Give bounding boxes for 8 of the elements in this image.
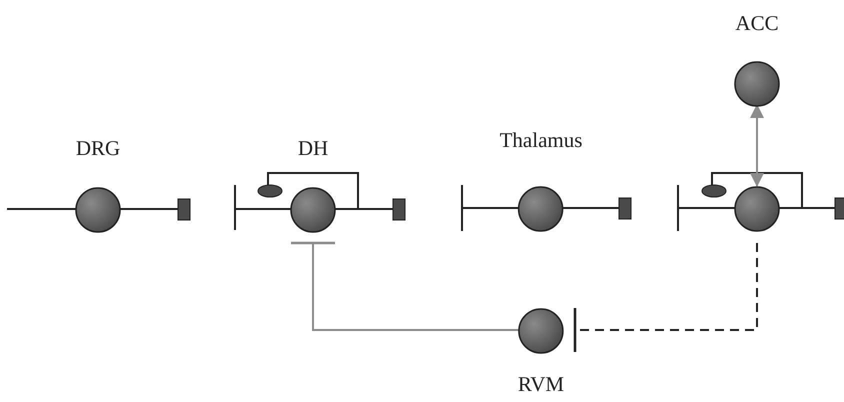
- arrow: [750, 104, 764, 187]
- region-label: ACC: [735, 11, 779, 35]
- region-label: RVM: [518, 372, 564, 396]
- region-label: DRG: [76, 136, 120, 160]
- region-label: Thalamus: [500, 128, 582, 152]
- region-label: DH: [298, 136, 328, 160]
- inhibitory-connector: [574, 243, 758, 354]
- inhibitory-connector: [290, 242, 519, 331]
